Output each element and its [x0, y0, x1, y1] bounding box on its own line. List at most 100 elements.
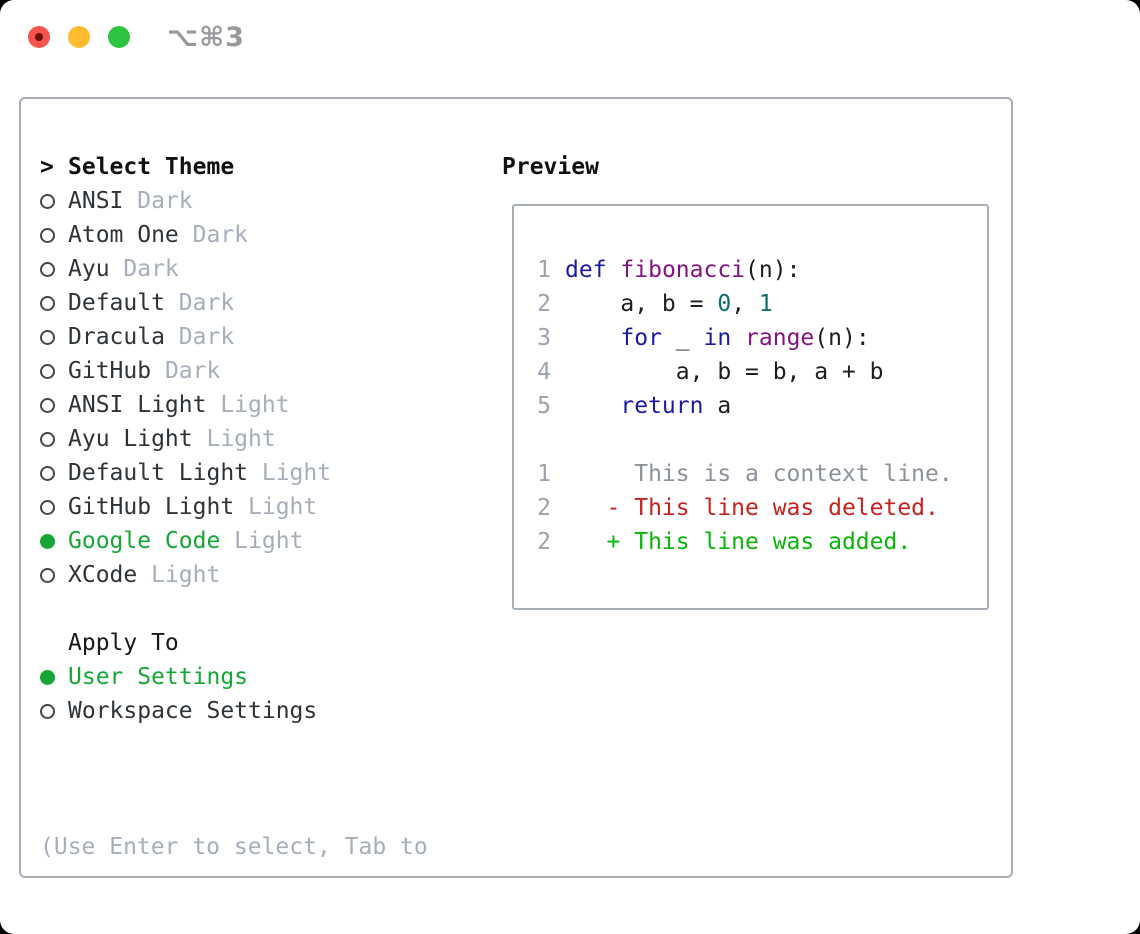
- code-line: 5 return a: [514, 389, 987, 423]
- theme-name: Default Light: [68, 460, 249, 486]
- apply-option-workspace-settings[interactable]: Workspace Settings: [40, 694, 428, 728]
- theme-name: ANSI: [68, 188, 124, 214]
- code-segment: 0: [717, 291, 732, 317]
- code-line: 3 for _ in range(n):: [514, 321, 987, 355]
- theme-name: GitHub: [68, 358, 152, 384]
- theme-option-google-code[interactable]: Google Code Light: [40, 524, 428, 558]
- code-line: [514, 423, 987, 457]
- theme-variant: Light: [220, 392, 290, 418]
- radio-unselected-icon: [40, 329, 55, 345]
- code-line: 2 + This line was added.: [514, 525, 987, 559]
- select-theme-header: > Select Theme: [40, 150, 428, 184]
- apply-option-label: User Settings: [68, 664, 249, 690]
- code-line: 2 a, b = 0, 1: [514, 287, 987, 321]
- radio-unselected-icon: [40, 261, 55, 277]
- theme-name: XCode: [68, 562, 138, 588]
- apply-to-header: Apply To: [40, 626, 428, 660]
- code-segment: [565, 393, 620, 419]
- line-number: 4: [537, 359, 551, 385]
- code-segment: + This line was added.: [565, 529, 912, 555]
- theme-option-default-light[interactable]: Default Light Light: [40, 456, 428, 490]
- apply-option-user-settings[interactable]: User Settings: [40, 660, 428, 694]
- close-button[interactable]: [28, 26, 50, 48]
- close-dot-icon: [35, 33, 43, 41]
- code-segment: 1: [758, 291, 773, 317]
- code-segment: [731, 325, 745, 351]
- line-number: 5: [537, 393, 551, 419]
- minimize-button[interactable]: [68, 26, 90, 48]
- apply-to-label: Apply To: [68, 630, 179, 656]
- radio-selected-icon: [40, 533, 55, 549]
- spacer: [40, 728, 428, 762]
- theme-variant: Dark: [178, 290, 235, 316]
- radio-unselected-icon: [40, 703, 55, 719]
- code-segment: return: [620, 393, 704, 419]
- theme-variant: Light: [234, 528, 304, 554]
- code-segment: a, b =: [565, 291, 718, 317]
- titlebar: ⌥⌘3: [0, 0, 1140, 74]
- radio-unselected-icon: [40, 465, 55, 481]
- code-content: a, b = b, a + b: [565, 355, 884, 389]
- theme-name: Google Code: [68, 528, 221, 554]
- code-segment: a, b = b, a + b: [565, 359, 884, 385]
- radio-unselected-icon: [40, 193, 55, 209]
- line-number: 2: [537, 495, 551, 521]
- radio-marker: [40, 193, 68, 209]
- theme-variant: Dark: [178, 324, 235, 350]
- code-segment: in: [703, 325, 732, 351]
- select-theme-label: Select Theme: [68, 154, 235, 180]
- radio-unselected-icon: [40, 431, 55, 447]
- code-content: return a: [565, 389, 731, 423]
- radio-marker: [40, 295, 68, 311]
- help-line-1: (Use Enter to select, Tab to: [40, 834, 428, 860]
- zoom-button[interactable]: [108, 26, 130, 48]
- code-segment: a: [703, 393, 732, 419]
- radio-selected-icon: [40, 669, 55, 685]
- line-number: 1: [537, 257, 551, 283]
- theme-variant: Light: [261, 460, 332, 486]
- preview-header: Preview: [502, 154, 599, 180]
- code-segment: _: [661, 325, 704, 351]
- theme-name: GitHub Light: [68, 494, 235, 520]
- code-segment: - This line was deleted.: [565, 495, 939, 521]
- radio-marker: [40, 669, 68, 685]
- radio-unselected-icon: [40, 567, 55, 583]
- code-segment: This is a context line.: [565, 461, 953, 487]
- code-content: for _ in range(n):: [565, 321, 870, 355]
- code-content: - This line was deleted.: [565, 491, 939, 525]
- radio-unselected-icon: [40, 295, 55, 311]
- radio-unselected-icon: [40, 227, 55, 243]
- radio-unselected-icon: [40, 499, 55, 515]
- radio-marker: [40, 261, 68, 277]
- theme-variant: Light: [206, 426, 276, 452]
- theme-name: Ayu: [68, 256, 110, 282]
- code-line: 2 - This line was deleted.: [514, 491, 987, 525]
- code-segment: (n):: [745, 257, 801, 283]
- code-content: def fibonacci(n):: [565, 253, 800, 287]
- code-line: 1 def fibonacci(n):: [514, 253, 987, 287]
- line-number: 3: [537, 325, 551, 351]
- code-segment: def: [565, 257, 607, 283]
- code-line: 4 a, b = b, a + b: [514, 355, 987, 389]
- radio-marker: [40, 465, 68, 481]
- radio-marker: [40, 227, 68, 243]
- code-segment: [607, 257, 621, 283]
- code-segment: (n):: [814, 325, 870, 351]
- theme-name: Atom One: [68, 222, 179, 248]
- spacer: [40, 592, 428, 626]
- line-number: 1: [537, 461, 551, 487]
- code-content: This is a context line.: [565, 457, 953, 491]
